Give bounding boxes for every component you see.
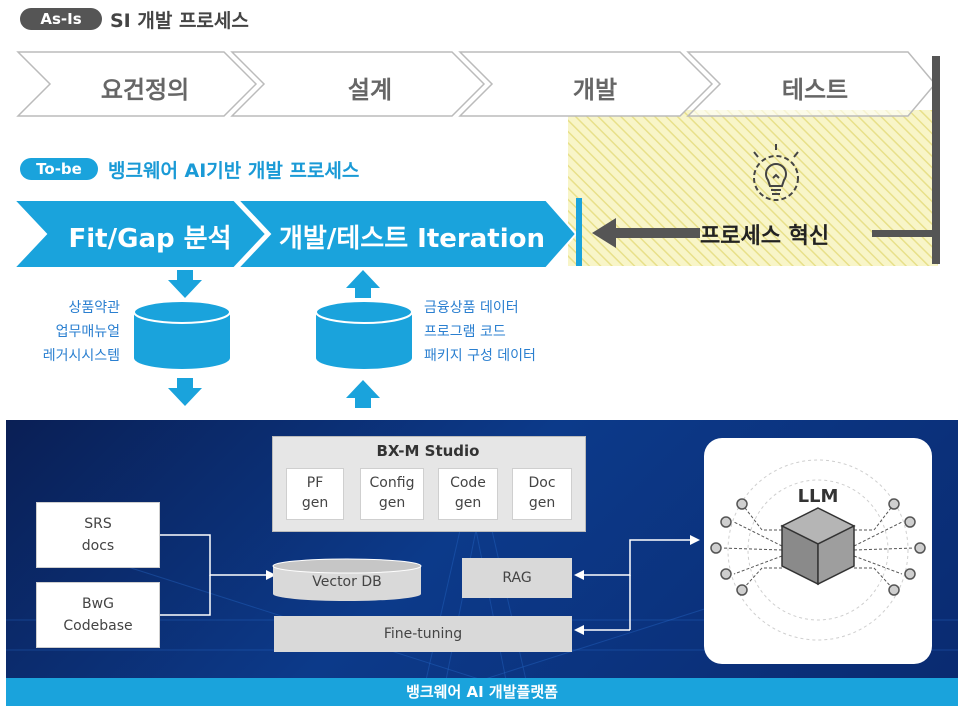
- asis-chevron-2: [230, 51, 486, 117]
- vertical-bar: [932, 56, 940, 264]
- tobe-chevrons: [11, 199, 578, 269]
- vector-db-label: Vector DB: [312, 574, 382, 590]
- tobe-title: 뱅크웨어 AI기반 개발 프로세스: [108, 160, 360, 182]
- module-config-gen: Config gen: [360, 468, 424, 520]
- module-pf-line2: gen: [301, 495, 329, 511]
- rag-box: RAG: [462, 558, 572, 598]
- platform-connectors: [160, 534, 700, 635]
- asis-chevron-3: [458, 51, 714, 117]
- connector-line: [872, 230, 934, 237]
- lightbulb-gear-icon: [753, 144, 799, 201]
- innovation-hatch-area: [568, 110, 938, 266]
- asis-step-2: 설계: [347, 76, 393, 104]
- module-pf-gen: PF gen: [286, 468, 344, 520]
- module-config-line1: Config: [369, 475, 415, 491]
- down-arrow-icon-top: [168, 270, 202, 298]
- module-config-line2: gen: [378, 495, 406, 511]
- input-bwg-line2: Codebase: [63, 618, 133, 634]
- asis-badge: As-Is: [20, 8, 102, 30]
- left-arrow-icon: [592, 218, 700, 248]
- tobe-badge: To-be: [20, 158, 98, 180]
- asis-chevron-4: [686, 51, 936, 117]
- asis-chevrons: [16, 51, 936, 117]
- down-arrow-icon-bottom: [168, 378, 202, 406]
- llm-cube-icon: [710, 459, 926, 641]
- module-doc-gen: Doc gen: [512, 468, 572, 520]
- right-db-label-1: 금융상품 데이터: [424, 300, 519, 316]
- studio-title: BX-M Studio: [376, 442, 480, 460]
- module-code-line1: Code: [450, 475, 486, 491]
- module-code-gen: Code gen: [438, 468, 498, 520]
- asis-title: SI 개발 프로세스: [110, 10, 249, 32]
- left-db-labels: 상품약관 업무매뉴얼 레거시시스템: [20, 296, 120, 368]
- up-arrow-icon-top: [346, 270, 380, 298]
- asis-step-3: 개발: [572, 76, 618, 104]
- up-arrow-icon-bottom: [346, 380, 380, 408]
- asis-chevron-1: [16, 51, 258, 117]
- left-db-label-3: 레거시시스템: [42, 348, 120, 364]
- right-db-label-3: 패키지 구성 데이터: [424, 348, 536, 364]
- tobe-chevron-2: [235, 199, 578, 269]
- tobe-chevron-1: [11, 199, 268, 269]
- left-db-label-2: 업무매뉴얼: [55, 324, 120, 340]
- module-doc-line2: gen: [528, 495, 556, 511]
- right-db-labels: 금융상품 데이터 프로그램 코드 패키지 구성 데이터: [424, 296, 624, 368]
- vector-db-shape: [272, 558, 422, 601]
- input-bwg-line1: BwG: [82, 596, 114, 612]
- innovation-label: 프로세스 혁신: [700, 224, 830, 249]
- platform-footer: 뱅크웨어 AI 개발플랫폼: [6, 678, 958, 706]
- input-srs-line2: docs: [81, 538, 115, 554]
- tobe-step-1: Fit/Gap 분석: [68, 224, 232, 254]
- llm-label: LLM: [797, 486, 839, 507]
- asis-step-1: 요건정의: [100, 76, 190, 104]
- tobe-step-2: 개발/테스트 Iteration: [279, 224, 545, 254]
- module-doc-line1: Doc: [528, 475, 556, 491]
- module-code-line2: gen: [454, 495, 482, 511]
- module-pf-line1: PF: [306, 475, 324, 491]
- left-db-label-1: 상품약관: [68, 300, 120, 316]
- input-bwg-codebase: BwG Codebase: [36, 582, 160, 648]
- right-db-label-2: 프로그램 코드: [424, 324, 506, 340]
- database-right-icon: [315, 300, 413, 369]
- input-srs-docs: SRS docs: [36, 502, 160, 568]
- input-srs-line1: SRS: [84, 516, 112, 532]
- fine-tuning-box: Fine-tuning: [274, 616, 572, 652]
- tobe-end-bar: [576, 198, 582, 266]
- asis-step-4: 테스트: [781, 76, 849, 104]
- database-left-icon: [133, 300, 231, 369]
